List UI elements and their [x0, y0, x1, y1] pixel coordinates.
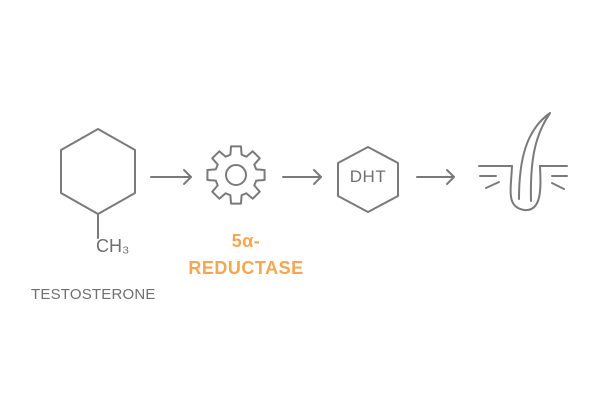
- gear-icon: [206, 145, 266, 205]
- cyclohexane-icon: [60, 128, 136, 239]
- enzyme-label: 5α- REDUCTASE: [181, 228, 311, 282]
- dht-label: DHT: [349, 167, 387, 186]
- enzyme-label-line-1: 5α-: [231, 231, 261, 251]
- gear-outline: [206, 145, 266, 205]
- arrow-icon: [150, 169, 192, 185]
- testosterone-label: TESTOSTERONE: [31, 286, 156, 303]
- hair-follicle-icon: [478, 112, 568, 212]
- arrow-icon: [282, 169, 322, 185]
- methyl-group-label: CH₃: [96, 236, 130, 256]
- enzyme-label-line-2: REDUCTASE: [188, 258, 304, 278]
- arrow-icon: [416, 169, 455, 185]
- hexagon-icon: [337, 146, 399, 213]
